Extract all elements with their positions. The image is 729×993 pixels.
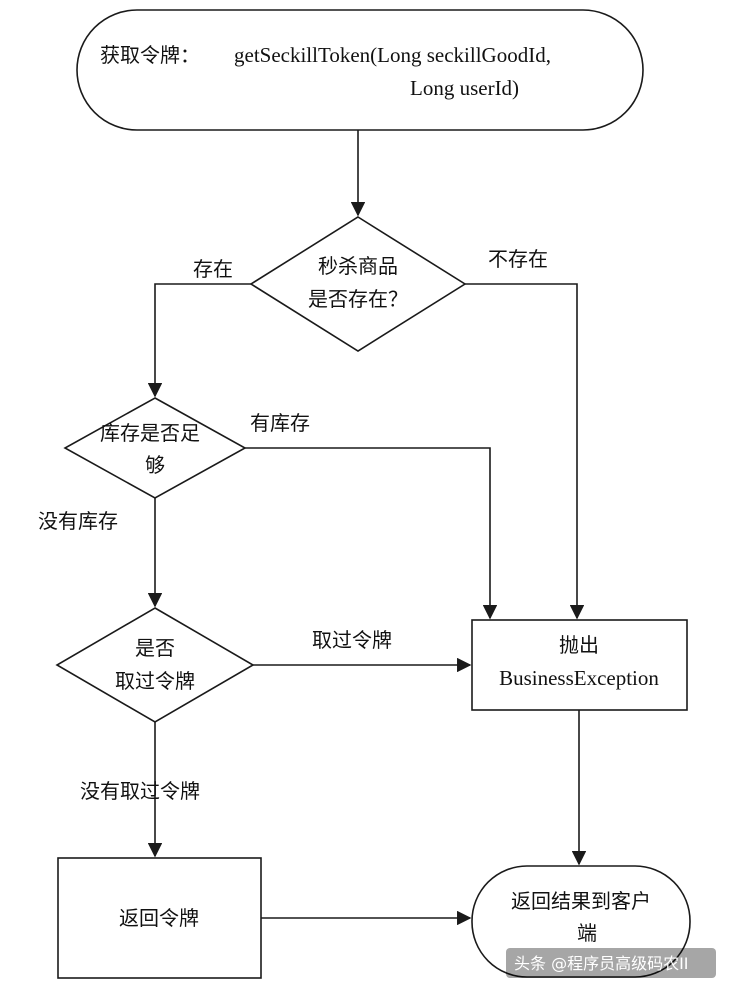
- decision-taken-line1: 是否: [135, 636, 175, 660]
- decision-exists-line2: 是否存在？: [308, 287, 408, 311]
- edge-exists-no: [465, 283, 585, 620]
- end-terminator: 返回结果到客户 端: [471, 865, 691, 978]
- decision-stock-line2: 够: [145, 453, 165, 477]
- process-return-token: 返回令牌: [57, 857, 262, 979]
- start-line2: Long userId): [410, 76, 519, 100]
- watermark-text: 头条 @程序员高级码农II: [514, 954, 689, 973]
- start-line1: getSeckillToken(Long seckillGoodId,: [234, 43, 551, 67]
- start-terminator: 获取令牌： getSeckillToken(Long seckillGoodId…: [76, 9, 644, 131]
- edge-label-exists-yes: 存在: [193, 257, 233, 281]
- watermark: 头条 @程序员高级码农II: [506, 948, 716, 978]
- return-token-label: 返回令牌: [119, 906, 199, 930]
- decision-stock-line1: 库存是否足: [100, 421, 200, 445]
- edge-stock-yes: [245, 447, 498, 620]
- edge-label-stock-no: 没有库存: [38, 509, 118, 533]
- edge-label-taken-no: 没有取过令牌: [80, 779, 200, 803]
- decision-goods-exists: 秒杀商品 是否存在？: [249, 216, 467, 352]
- edge-label-stock-yes: 有库存: [250, 411, 310, 435]
- start-prefix: 获取令牌：: [100, 43, 200, 67]
- edge-label-exists-no: 不存在: [488, 247, 548, 271]
- decision-token-taken: 是否 取过令牌: [55, 607, 255, 723]
- edge-label-taken-yes: 取过令牌: [312, 628, 392, 652]
- decision-stock-enough: 库存是否足 够: [63, 397, 247, 499]
- decision-exists-line1: 秒杀商品: [318, 254, 398, 278]
- exception-line2: BusinessException: [499, 666, 659, 690]
- exception-line1: 抛出: [559, 633, 599, 657]
- decision-taken-line2: 取过令牌: [115, 669, 195, 693]
- end-line1: 返回结果到客户: [511, 889, 651, 913]
- end-line2: 端: [577, 921, 597, 945]
- process-throw-exception: 抛出 BusinessException: [471, 619, 688, 711]
- edge-exists-yes: [147, 283, 251, 398]
